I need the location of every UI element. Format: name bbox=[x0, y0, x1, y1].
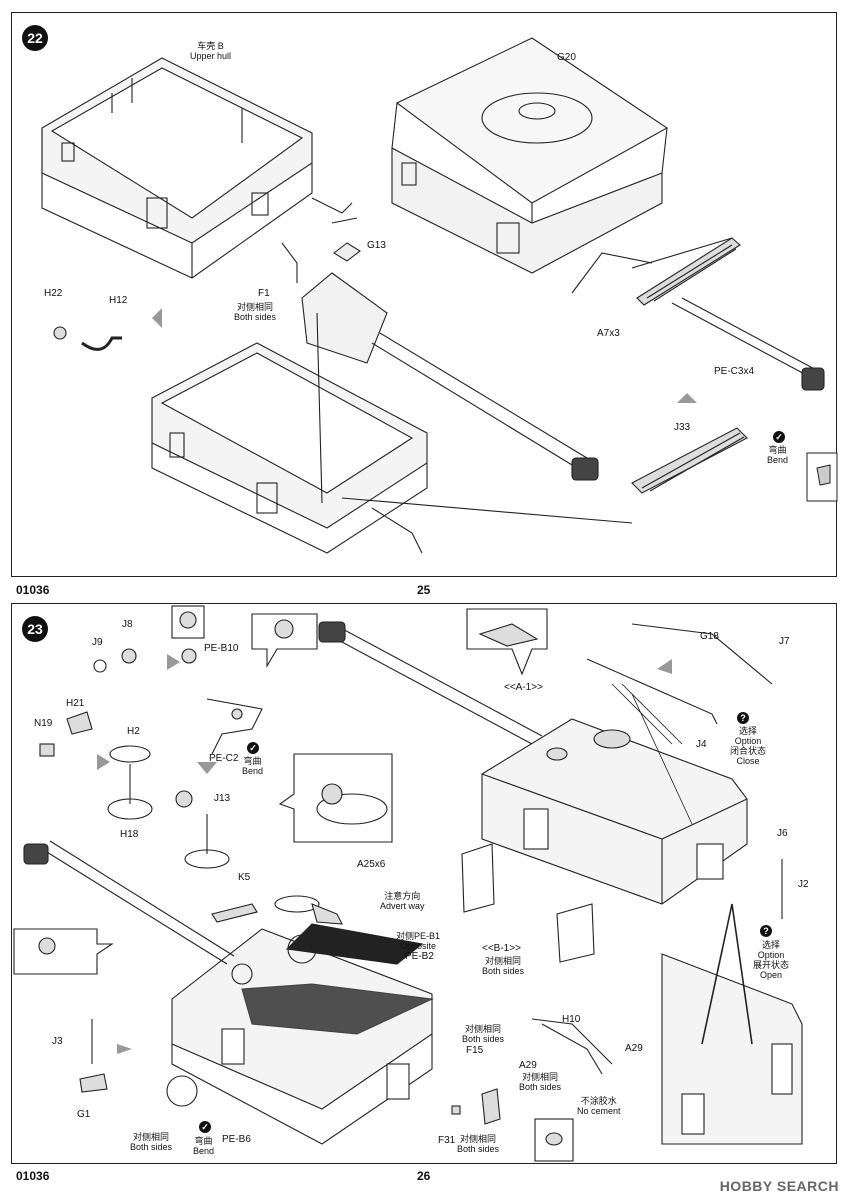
open-label-cn: 展开状态 bbox=[753, 960, 790, 970]
upper-hull-assembly-drawing bbox=[41, 37, 838, 554]
part-label-g13: G13 bbox=[367, 240, 386, 251]
bend-label-en: Bend bbox=[767, 455, 789, 465]
option-label-cn: 选择 bbox=[762, 940, 781, 950]
part-label-a25x6: A25x6 bbox=[357, 859, 386, 870]
part-label-g1: G1 bbox=[77, 1109, 91, 1120]
part-label-j6: J6 bbox=[777, 828, 788, 839]
hobby-search-watermark: HOBBY SEARCH bbox=[719, 1178, 839, 1194]
part-label-j4: J4 bbox=[696, 739, 707, 750]
part-label-n19: N19 bbox=[34, 718, 53, 729]
part-label-pe-c3x4: PE-C3x4 bbox=[714, 366, 755, 377]
option-icon: ? bbox=[737, 712, 749, 724]
part-label-pe-c2: PE-C2 bbox=[209, 753, 239, 764]
no-cement-label-en: No cement bbox=[577, 1106, 621, 1116]
both-sides-label-cn: 对侧相同 bbox=[460, 1134, 497, 1144]
part-label-h18: H18 bbox=[120, 829, 139, 840]
part-label-h22: H22 bbox=[44, 288, 63, 299]
option-icon: ? bbox=[760, 925, 772, 937]
sub-assembly-label-a1: <<A-1>> bbox=[504, 682, 543, 693]
advert-label-en: Advert way bbox=[380, 901, 425, 911]
both-sides-label-en: Both sides bbox=[130, 1142, 173, 1152]
part-label-f15: F15 bbox=[466, 1045, 484, 1056]
bend-label-cn: 弯曲 bbox=[768, 445, 787, 455]
part-label-g20: G20 bbox=[557, 52, 576, 63]
part-label-a29-right: A29 bbox=[625, 1043, 643, 1054]
step-number-badge: 23 bbox=[22, 616, 48, 642]
pe-b1-label-cn: 对侧PE-B1 bbox=[396, 931, 441, 941]
part-label-j33: J33 bbox=[674, 422, 691, 433]
part-label-f31: F31 bbox=[438, 1135, 456, 1146]
instruction-page-25: 22 bbox=[11, 12, 838, 597]
bend-label-en: Bend bbox=[193, 1146, 215, 1156]
option-label-en: Option bbox=[757, 950, 785, 960]
bend-label-cn: 弯曲 bbox=[194, 1136, 213, 1146]
bend-label-en: Bend bbox=[242, 766, 264, 776]
part-label-k5: K5 bbox=[238, 872, 251, 883]
part-label-g18: G18 bbox=[700, 631, 719, 642]
pe-b1-label-en: Opposite bbox=[399, 941, 437, 951]
bend-icon: ✓ bbox=[247, 742, 259, 754]
bend-label-cn: 弯曲 bbox=[243, 756, 262, 766]
both-sides-label-en: Both sides bbox=[519, 1082, 562, 1092]
option-label-cn: 选择 bbox=[739, 726, 758, 736]
both-sides-label-cn: 对侧相同 bbox=[465, 1024, 502, 1034]
bend-icon: ✓ bbox=[773, 431, 785, 443]
part-label-a29-left: A29 bbox=[519, 1060, 537, 1071]
part-label-pe-b10: PE-B10 bbox=[204, 643, 239, 654]
part-label-h10: H10 bbox=[562, 1014, 581, 1025]
advert-label-cn: 注意方向 bbox=[384, 891, 421, 901]
step-number-badge: 22 bbox=[22, 25, 48, 51]
both-sides-label-en: Both sides bbox=[482, 966, 525, 976]
instruction-page-26: 23 bbox=[11, 603, 837, 1183]
upper-hull-label-en: Upper hull bbox=[190, 51, 232, 61]
part-label-h2: H2 bbox=[127, 726, 140, 737]
part-label-h12: H12 bbox=[109, 295, 128, 306]
close-label-cn: 闭合状态 bbox=[730, 746, 767, 756]
upper-hull-label-cn: 车壳 B bbox=[197, 41, 224, 51]
catalog-number: 01036 bbox=[16, 583, 50, 597]
bend-icon: ✓ bbox=[199, 1121, 211, 1133]
part-label-j2: J2 bbox=[798, 879, 809, 890]
both-sides-label-cn: 对侧相同 bbox=[133, 1132, 170, 1142]
part-label-j8: J8 bbox=[122, 619, 133, 630]
part-label-pe-b6: PE-B6 bbox=[222, 1134, 251, 1145]
close-label-en: Close bbox=[736, 756, 760, 766]
open-label-en: Open bbox=[759, 970, 783, 980]
no-cement-label-cn: 不涂胶水 bbox=[580, 1096, 617, 1106]
sub-assembly-label-b1: <<B-1>> bbox=[482, 943, 521, 954]
both-sides-label-cn: 对侧相同 bbox=[237, 302, 274, 312]
catalog-number: 01036 bbox=[16, 1169, 50, 1183]
both-sides-label-cn: 对侧相同 bbox=[485, 956, 522, 966]
page-number: 26 bbox=[417, 1169, 431, 1183]
part-label-a7x3: A7x3 bbox=[597, 328, 620, 339]
part-label-j9: J9 bbox=[92, 637, 103, 648]
both-sides-label-en: Both sides bbox=[462, 1034, 505, 1044]
part-label-j13: J13 bbox=[214, 793, 231, 804]
part-label-h21: H21 bbox=[66, 698, 85, 709]
page-number: 25 bbox=[417, 583, 431, 597]
part-label-j7: J7 bbox=[779, 636, 790, 647]
both-sides-label-en: Both sides bbox=[234, 312, 277, 322]
turret-assembly-drawing bbox=[13, 605, 803, 1162]
both-sides-label-cn: 对侧相同 bbox=[522, 1072, 559, 1082]
part-label-pe-b2: PE-B2 bbox=[405, 951, 434, 962]
part-label-f1: F1 bbox=[258, 288, 270, 299]
both-sides-label-en: Both sides bbox=[457, 1144, 500, 1154]
option-label-en: Option bbox=[734, 736, 762, 746]
part-label-j3: J3 bbox=[52, 1036, 63, 1047]
